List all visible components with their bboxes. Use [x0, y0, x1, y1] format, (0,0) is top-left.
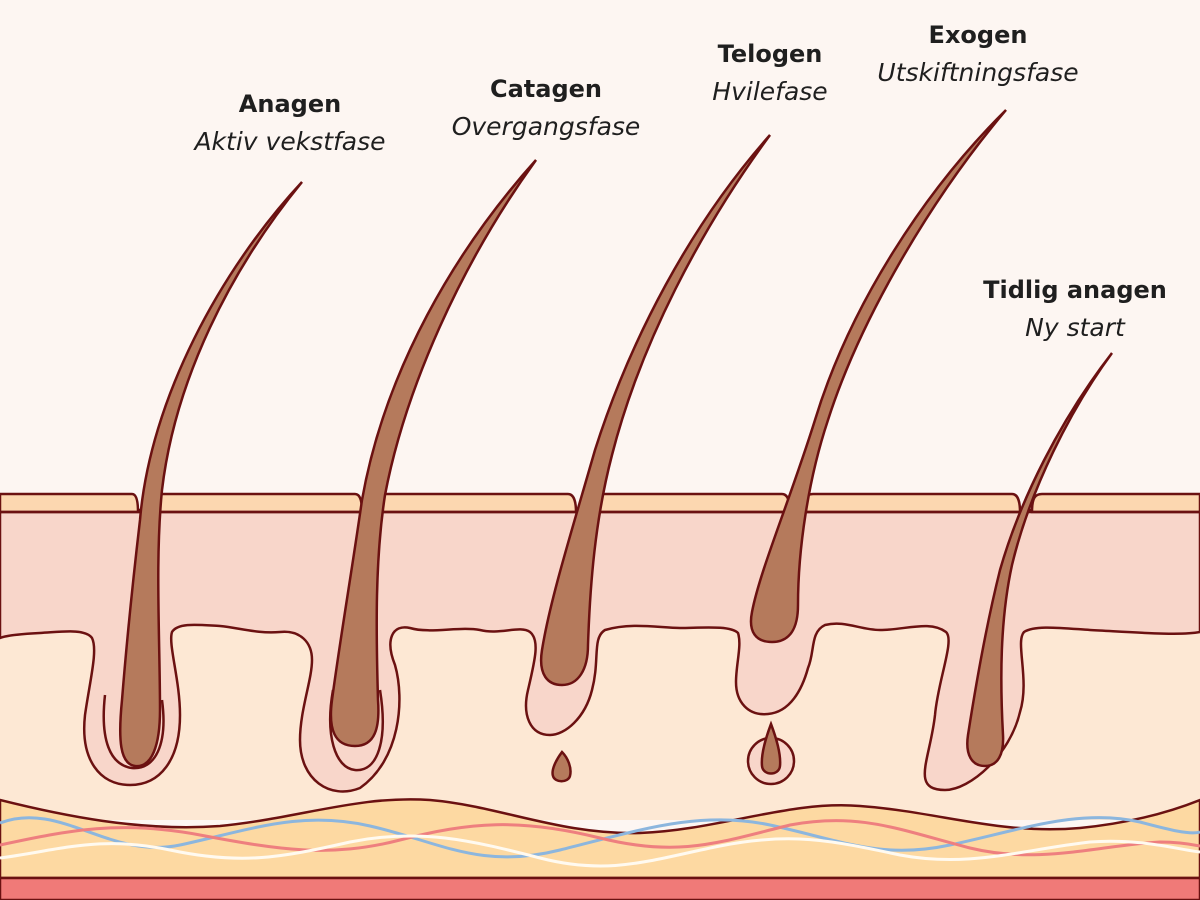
phase-subtitle: Ny start	[1025, 313, 1125, 342]
stratum-corneum	[1030, 492, 1200, 514]
vessel-red	[0, 819, 1200, 857]
phase-subtitle: Aktiv vekstfase	[194, 127, 386, 156]
phase-subtitle: Hvilefase	[712, 77, 828, 106]
phase-label-anagen: Anagen Aktiv vekstfase	[170, 92, 410, 154]
hair-early-anagen	[966, 352, 1114, 768]
hair-telogen	[539, 134, 772, 687]
hair-catagen	[329, 159, 538, 748]
vessel-blue	[0, 816, 1200, 859]
phase-label-telogen: Telogen Hvilefase	[670, 42, 870, 104]
phase-label-catagen: Catagen Overgangsfase	[426, 77, 666, 139]
new-hair-bulb	[760, 720, 782, 775]
phase-title: Tidlig anagen	[983, 276, 1167, 304]
sheath-line	[329, 689, 384, 772]
hair-anagen	[119, 181, 303, 768]
muscle-layer	[0, 876, 1200, 900]
phase-subtitle: Overgangsfase	[451, 112, 641, 141]
stratum-corneum	[588, 492, 792, 514]
stratum-corneum	[373, 492, 578, 514]
phase-label-early-anagen: Tidlig anagen Ny start	[965, 278, 1185, 340]
stratum-corneum	[0, 492, 140, 514]
phase-title: Anagen	[238, 90, 342, 118]
phase-title: Catagen	[489, 75, 603, 103]
vessel-white	[0, 834, 1200, 868]
epidermis-layer	[0, 508, 1200, 793]
detached-bulb-catagen	[551, 750, 572, 783]
sheath-line	[102, 694, 165, 770]
stratum-corneum	[801, 492, 1022, 514]
phase-label-exogen: Exogen Utskiftningsfase	[858, 23, 1098, 85]
phase-subtitle: Utskiftningsfase	[877, 58, 1079, 87]
stratum-corneum	[148, 492, 364, 514]
hair-exogen	[749, 109, 1007, 644]
phase-title: Telogen	[717, 40, 823, 68]
phase-title: Exogen	[928, 21, 1028, 49]
